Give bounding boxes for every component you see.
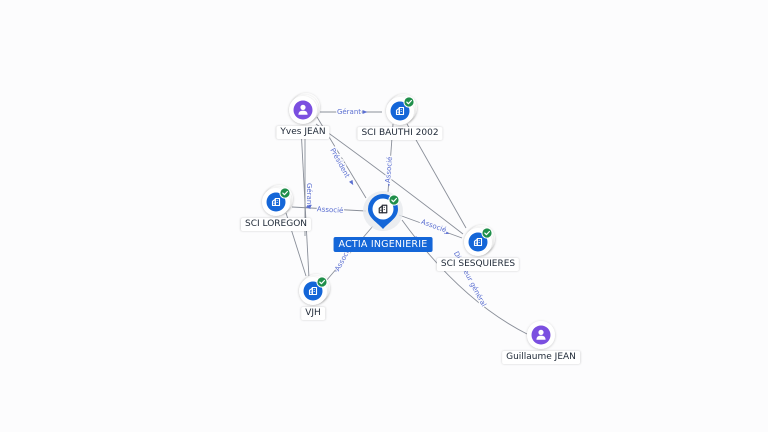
edge-yves-sesquieres[interactable] <box>315 123 464 235</box>
building-icon <box>395 106 405 116</box>
edge-label: Associé <box>317 205 344 214</box>
node-yves[interactable] <box>289 93 320 124</box>
node-guillaume[interactable] <box>527 321 555 349</box>
edge-arrow-icon <box>362 110 368 114</box>
node-label-yves[interactable]: Yves JEAN <box>276 126 330 139</box>
building-icon <box>308 286 318 296</box>
node-bauthi[interactable] <box>386 94 417 125</box>
check-badge-icon <box>279 187 291 199</box>
building-icon <box>271 197 281 207</box>
edge-yves-bauthi[interactable]: Gérant <box>320 107 382 117</box>
edge-arrow-icon <box>387 181 392 187</box>
edge-arrow-icon <box>305 205 311 209</box>
check-badge-icon <box>388 194 400 206</box>
edge-bauthi-sesquieres[interactable] <box>406 123 467 229</box>
edge-arrow-icon <box>443 230 450 235</box>
edge-yves-vjh[interactable] <box>300 127 310 279</box>
edge-arrow-icon <box>349 179 354 186</box>
edge-label: Gérant <box>337 108 361 116</box>
node-label-bauthi[interactable]: SCI BAUTHI 2002 <box>357 127 443 140</box>
node-label-guillaume[interactable]: Guillaume JEAN <box>502 351 580 364</box>
check-badge-icon <box>481 227 493 239</box>
node-actia[interactable] <box>363 191 403 231</box>
building-icon <box>473 237 483 247</box>
node-loregon[interactable] <box>262 185 293 216</box>
node-label-sesquieres[interactable]: SCI SESQUIERES <box>436 258 520 271</box>
node-label-actia[interactable]: ACTIA INGENIERIE <box>333 237 433 252</box>
edge-arrow-icon <box>335 266 341 272</box>
node-vjh[interactable] <box>299 274 330 305</box>
check-badge-icon <box>316 276 328 288</box>
edge-label: Associé <box>384 156 394 183</box>
edge-label: Associé <box>420 218 448 235</box>
node-sesquieres[interactable] <box>464 225 495 256</box>
edge-loregon-actia[interactable]: Associé <box>291 204 367 216</box>
check-badge-icon <box>403 96 415 108</box>
node-label-vjh[interactable]: VJH <box>301 307 325 320</box>
edge-label: Président <box>328 147 351 180</box>
person-icon <box>536 329 546 340</box>
edge-vjh-actia[interactable]: Associé <box>325 225 374 282</box>
node-label-loregon[interactable]: SCI LOREGON <box>240 218 312 231</box>
edge-label: Gérant <box>305 183 313 207</box>
node-layer <box>262 93 555 349</box>
building-icon <box>378 204 388 214</box>
person-icon <box>298 104 308 115</box>
